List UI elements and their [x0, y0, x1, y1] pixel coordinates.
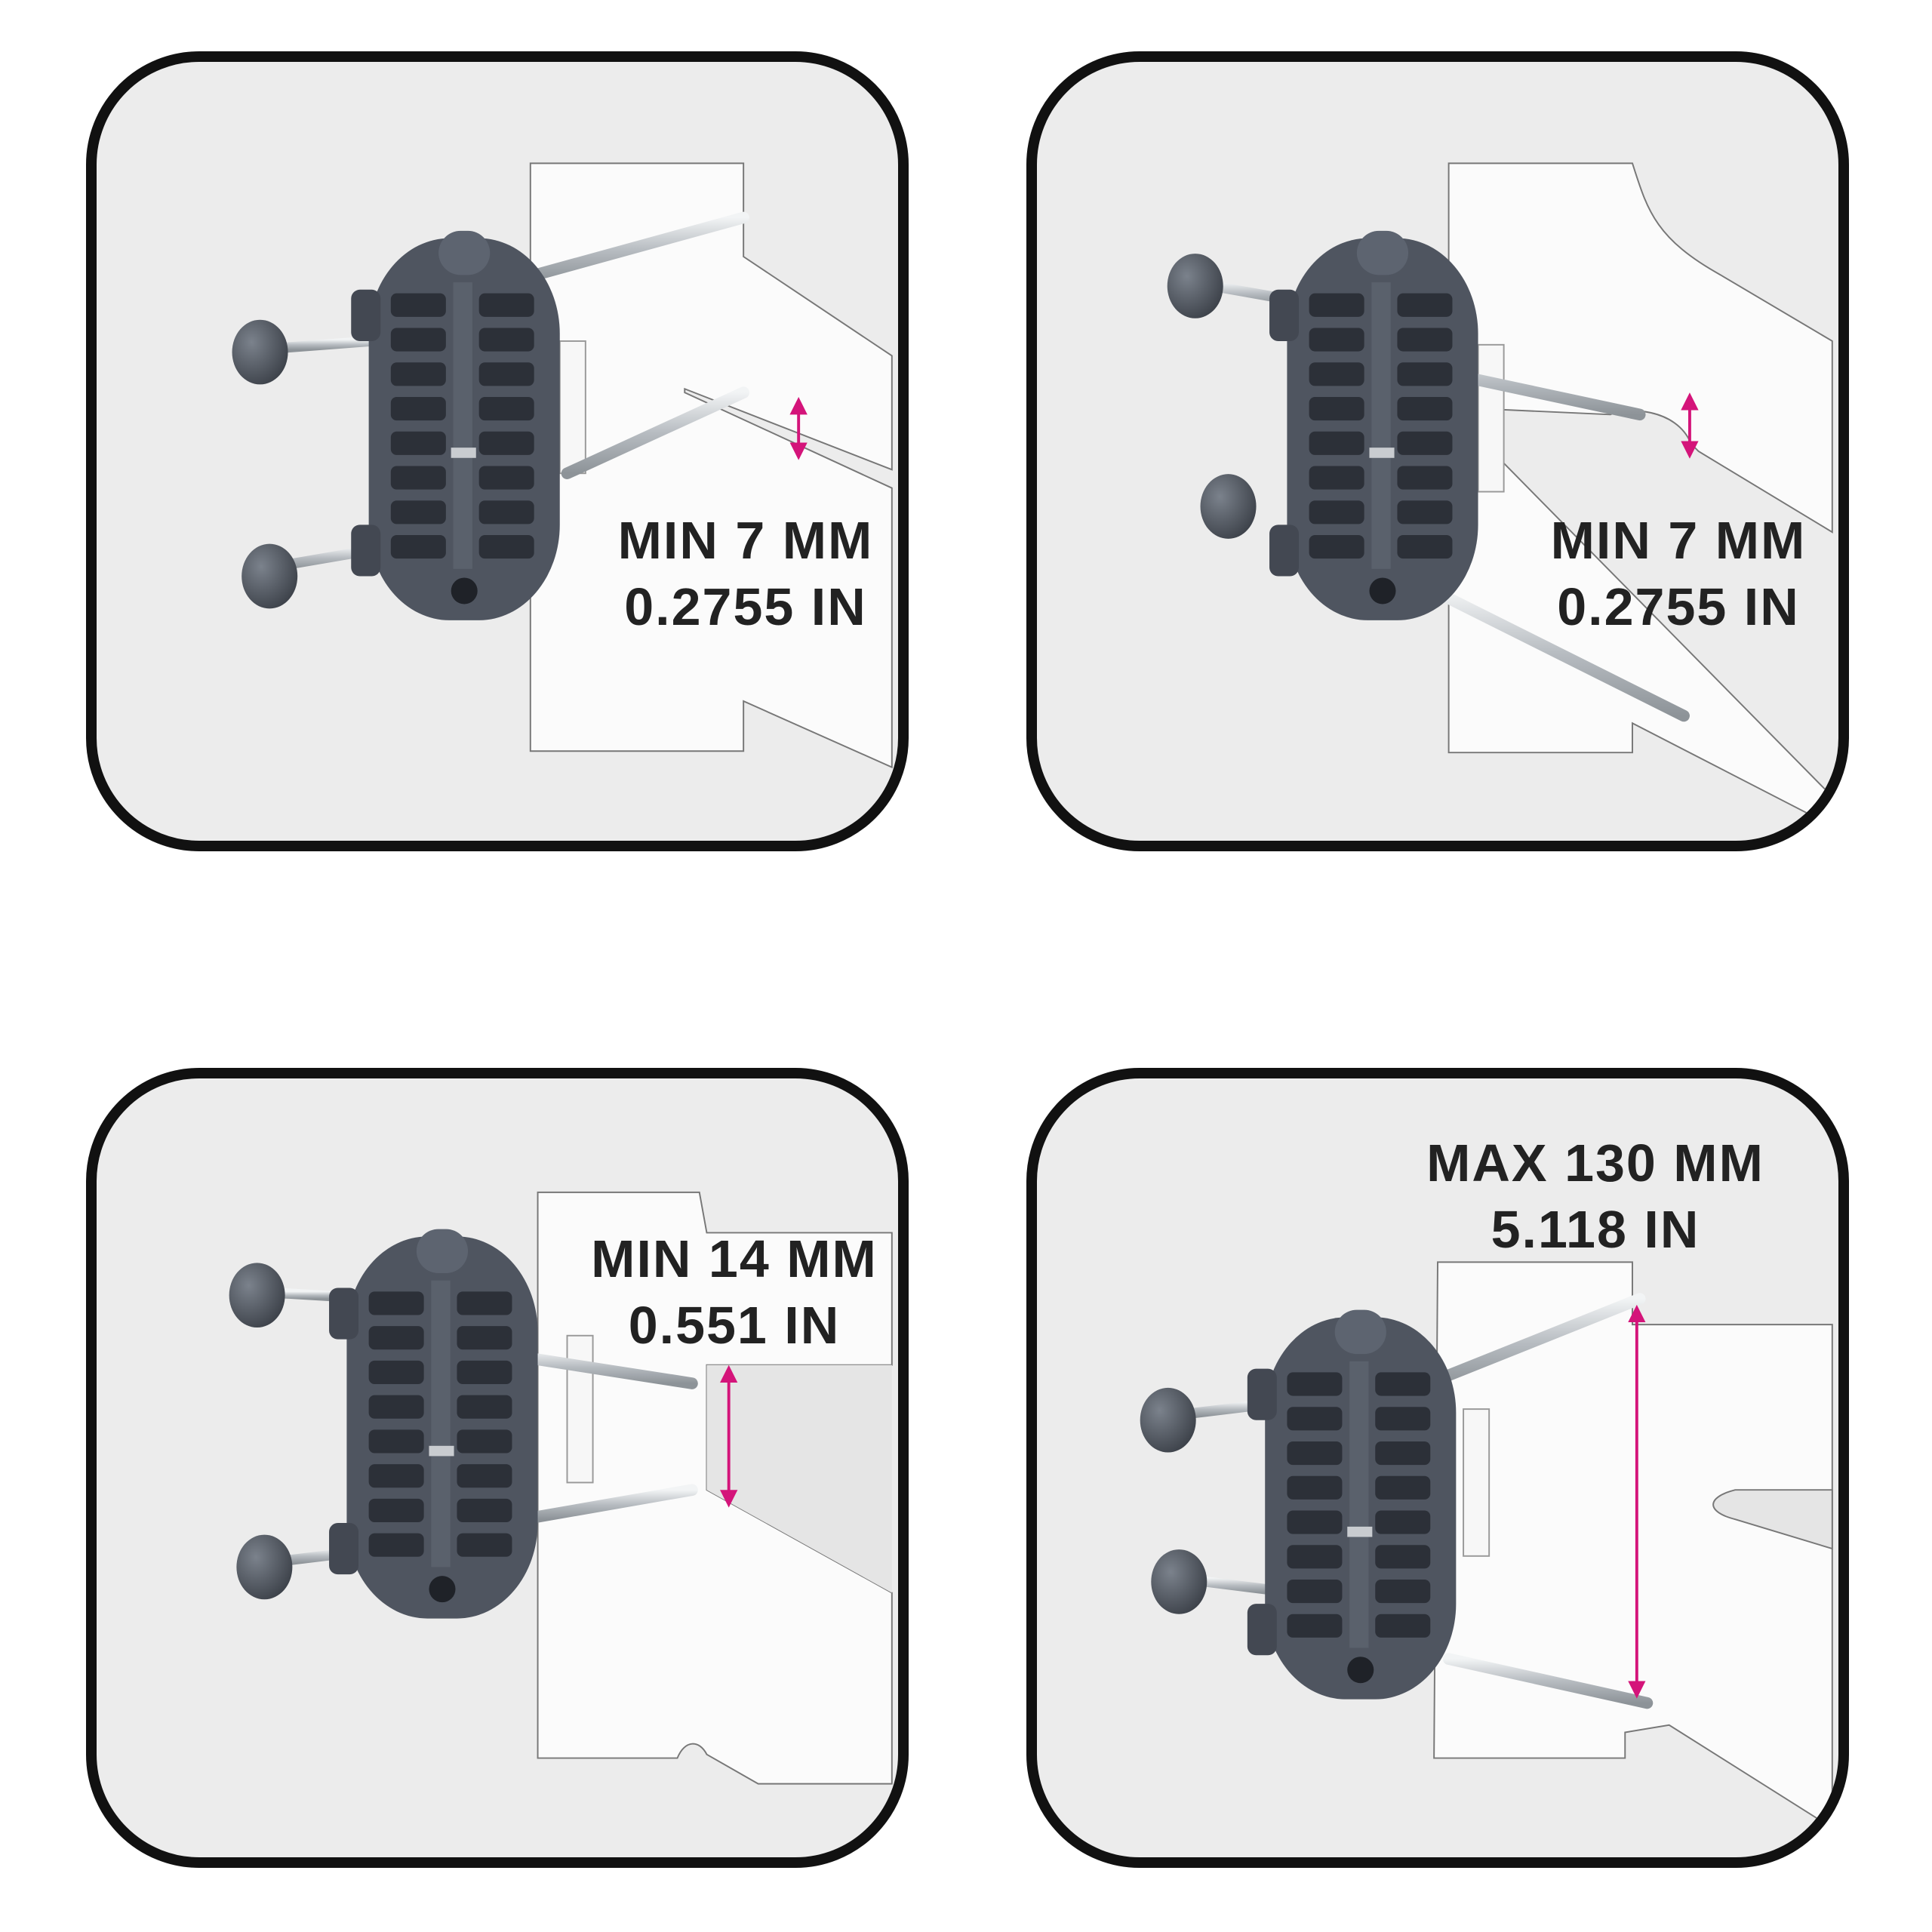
measure-label: MIN 14 MM 0.551 IN: [572, 1226, 897, 1358]
knob-bottom: [236, 1534, 293, 1600]
panel-1: MIN 7 MM 0.2755 IN: [86, 51, 909, 851]
measure-label: MAX 130 MM 5.118 IN: [1384, 1130, 1807, 1263]
lower-rod: [1442, 1653, 1654, 1709]
dashboard-outline: [1447, 162, 1833, 828]
phone-mount: [1247, 1309, 1457, 1700]
panel-2: MIN 7 MM 0.2755 IN: [1026, 51, 1849, 851]
measure-in: 0.551 IN: [628, 1296, 841, 1355]
upper-rod: [502, 211, 749, 288]
knob-top: [1140, 1387, 1196, 1453]
measure-in: 5.118 IN: [1491, 1200, 1700, 1259]
knob-top: [1167, 254, 1223, 318]
knob-top: [229, 1263, 285, 1328]
panel-4: MAX 130 MM 5.118 IN: [1026, 1068, 1849, 1868]
measure-label: MIN 7 MM 0.2755 IN: [587, 507, 898, 640]
dashboard-shadow: [706, 1364, 892, 1593]
dashboard-outline: [1433, 1261, 1833, 1829]
mount-diagram-4: [1140, 1261, 1833, 1829]
vent-clip: [1477, 343, 1505, 493]
dashboard-outline: [529, 162, 893, 769]
lower-rod: [517, 1484, 698, 1525]
measure-mm: MAX 130 MM: [1426, 1134, 1764, 1192]
knob-bottom: [242, 543, 298, 609]
measure-in: 0.2755 IN: [1557, 577, 1800, 636]
upper-rod: [1413, 1293, 1646, 1393]
measure-label: MIN 7 MM 0.2755 IN: [1520, 507, 1837, 640]
vent-slat: [1712, 1489, 1833, 1550]
knob-bottom: [1151, 1549, 1208, 1614]
phone-mount: [329, 1229, 538, 1619]
knob-bottom: [1200, 474, 1257, 539]
measure-mm: MIN 7 MM: [1550, 511, 1807, 570]
knob-top: [232, 319, 288, 385]
phone-mount: [351, 230, 560, 620]
phone-mount: [1269, 230, 1478, 620]
dashboard-outline: [537, 1191, 893, 1785]
vent-clip: [1463, 1408, 1491, 1557]
mount-diagram-2: [1167, 162, 1833, 828]
measure-mm: MIN 14 MM: [591, 1229, 878, 1288]
mount-diagram-1: [232, 162, 893, 769]
vent-clip: [558, 340, 586, 475]
measure-mm: MIN 7 MM: [617, 511, 874, 570]
measure-in: 0.2755 IN: [624, 577, 867, 636]
panel-3: MIN 14 MM 0.551 IN: [86, 1068, 909, 1868]
lower-rod: [561, 386, 749, 479]
mount-diagram-3: [229, 1191, 893, 1785]
lower-rod: [1428, 585, 1690, 722]
